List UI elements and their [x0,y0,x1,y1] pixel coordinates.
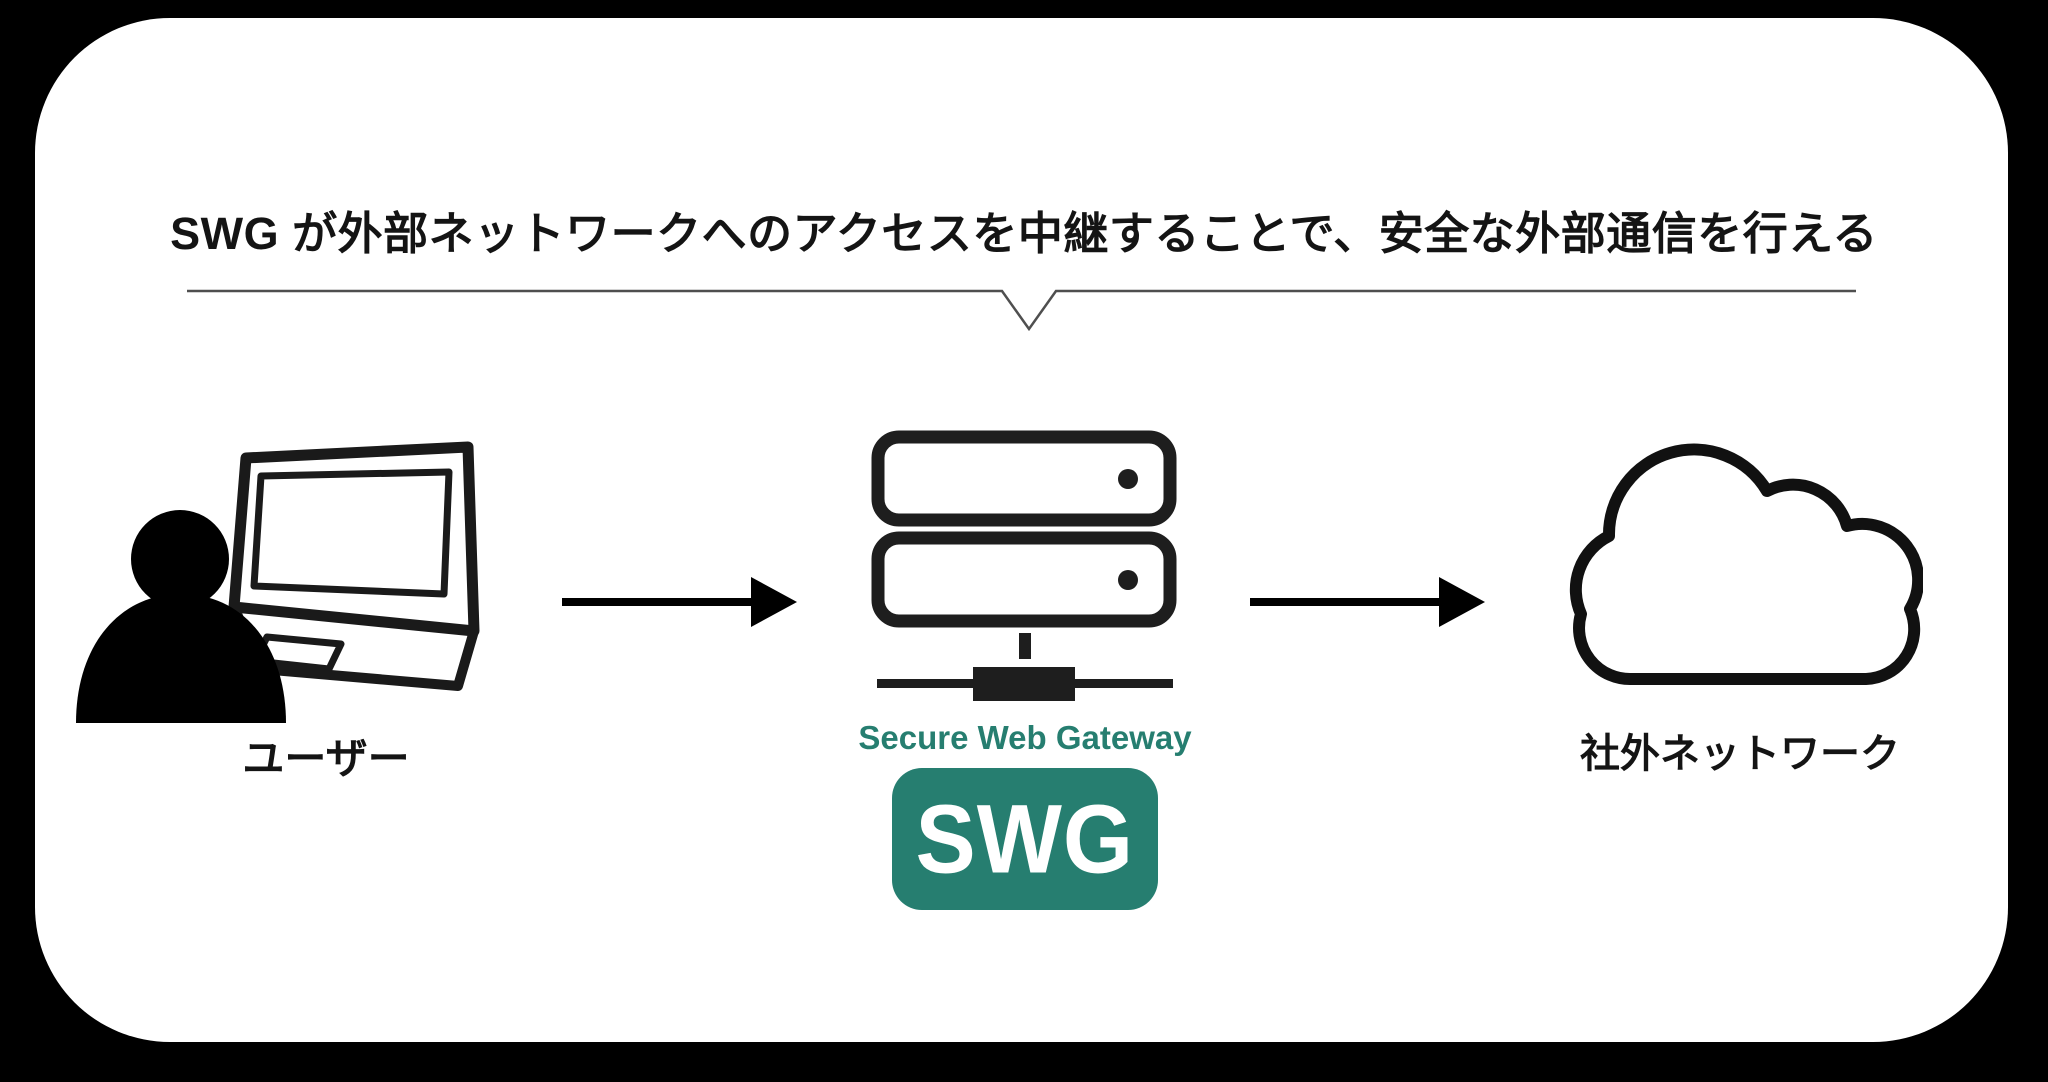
person-silhouette [76,510,286,723]
swg-badge: SWG [892,768,1158,910]
external-network-label: 社外ネットワーク [1580,732,1900,776]
server-unit-top [871,430,1177,527]
arrow-swg-to-external-icon [1250,577,1485,627]
person-head [131,510,229,608]
server-led-top [1118,469,1138,489]
divider-notch-line [187,289,1856,332]
laptop-screen [250,468,453,598]
person-body [76,594,286,723]
laptop-icon [228,441,480,691]
server-icon [871,430,1177,701]
user-label: ユーザー [242,735,410,782]
arrow-user-to-swg-icon [562,577,797,627]
swg-title: Secure Web Gateway [858,719,1192,756]
user-laptop-icon [76,441,480,723]
network-switch-box [973,667,1075,701]
server-unit-bottom [871,531,1177,628]
swg-badge-text: SWG [915,783,1135,894]
server-connector-stub [1019,633,1031,659]
server-led-bottom [1118,570,1138,590]
cloud-icon [1569,443,1923,686]
diagram-title: SWG が外部ネットワークへのアクセスを中継することで、安全な外部通信を行える [170,208,1878,259]
